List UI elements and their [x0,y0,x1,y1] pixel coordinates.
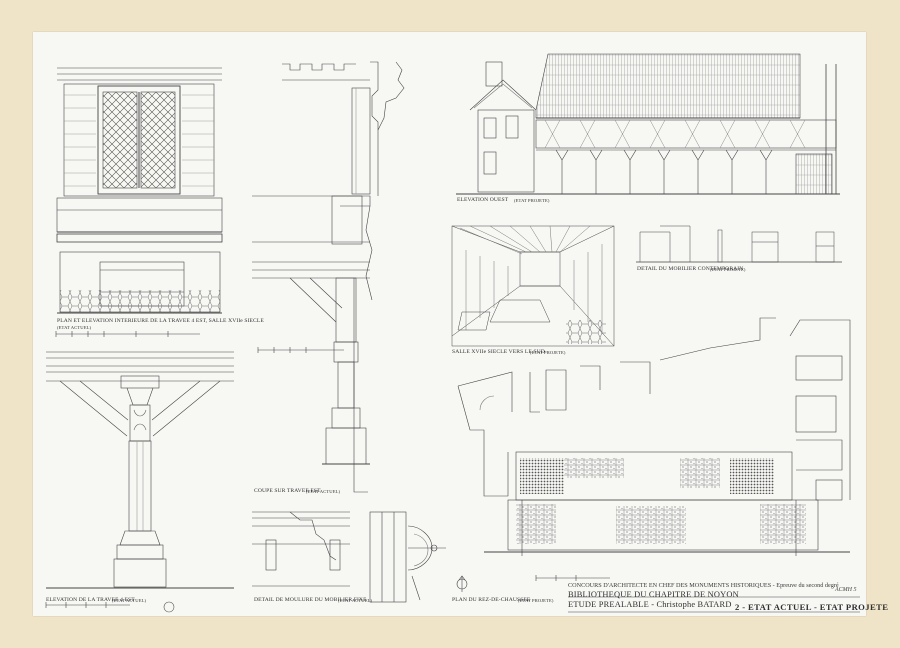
caption-salle-xviie-state: (ETAT PROJETE) [530,350,566,355]
molding-detail [252,511,446,603]
caption-elevation-ouest: ELEVATION OUEST [457,197,509,203]
ground-floor-plan [457,317,851,556]
elevation-bay-window [56,67,223,314]
elevation-post-column [46,351,234,589]
caption-detail-moulure-state: (ETAT ACTUEL) [338,598,373,603]
title-block-building: BIBLIOTHEQUE DU CHAPITRE DE NOYON [568,590,739,599]
north-arrow-icon [456,575,468,592]
caption-coupe-travee-state: (ETAT ACTUEL) [306,489,341,494]
perspective-room [451,225,615,347]
west-elevation [456,53,840,195]
caption-salle-xviie: SALLE XVIIe SIECLE VERS LE SUD [452,349,545,355]
caption-detail-mobilier-state: (ETAT PROJETE) [710,267,746,272]
caption-plan-elevation-state: (ETAT ACTUEL) [57,325,92,330]
caption-plan-elevation: PLAN ET ELEVATION INTERIEURE DE LA TRAVE… [57,318,264,324]
scale-bar-4 [535,575,610,581]
caption-plan-rdc: PLAN DU REZ-DE-CHAUSSEE [452,597,531,603]
sheet-reference: ACMH 5 [835,587,857,593]
title-block-study: ETUDE PREALABLE - Christophe BATARD [568,600,732,609]
scale-bar-2 [45,602,130,608]
caption-elevation-travee-state: (ETAT ACTUEL) [112,598,147,603]
caption-detail-mobilier: DETAIL DU MOBILIER CONTEMPORAIN [637,266,744,272]
caption-elevation-travee: ELEVATION DE LA TRAVEE 4 EST [46,597,135,603]
caption-plan-rdc-state: (ETAT PROJETE) [518,598,554,603]
caption-detail-moulure: DETAIL DE MOULURE DU MOBILIER FIXE [254,597,367,603]
caption-coupe-travee: COUPE SUR TRAVEE EST [254,488,321,494]
scale-bar-1 [55,331,200,337]
title-block-frame [568,596,860,613]
title-block-contest: CONCOURS D'ARCHITECTE EN CHEF DES MONUME… [568,582,839,589]
section-east-bay [252,61,405,493]
sheet-stamp [163,601,175,613]
caption-elevation-ouest-state: (ETAT PROJETE) [514,198,550,203]
sheet-title: 2 - ETAT ACTUEL - ETAT PROJETE [735,602,889,612]
scale-bar-3 [257,347,344,353]
furniture-detail [636,225,842,263]
